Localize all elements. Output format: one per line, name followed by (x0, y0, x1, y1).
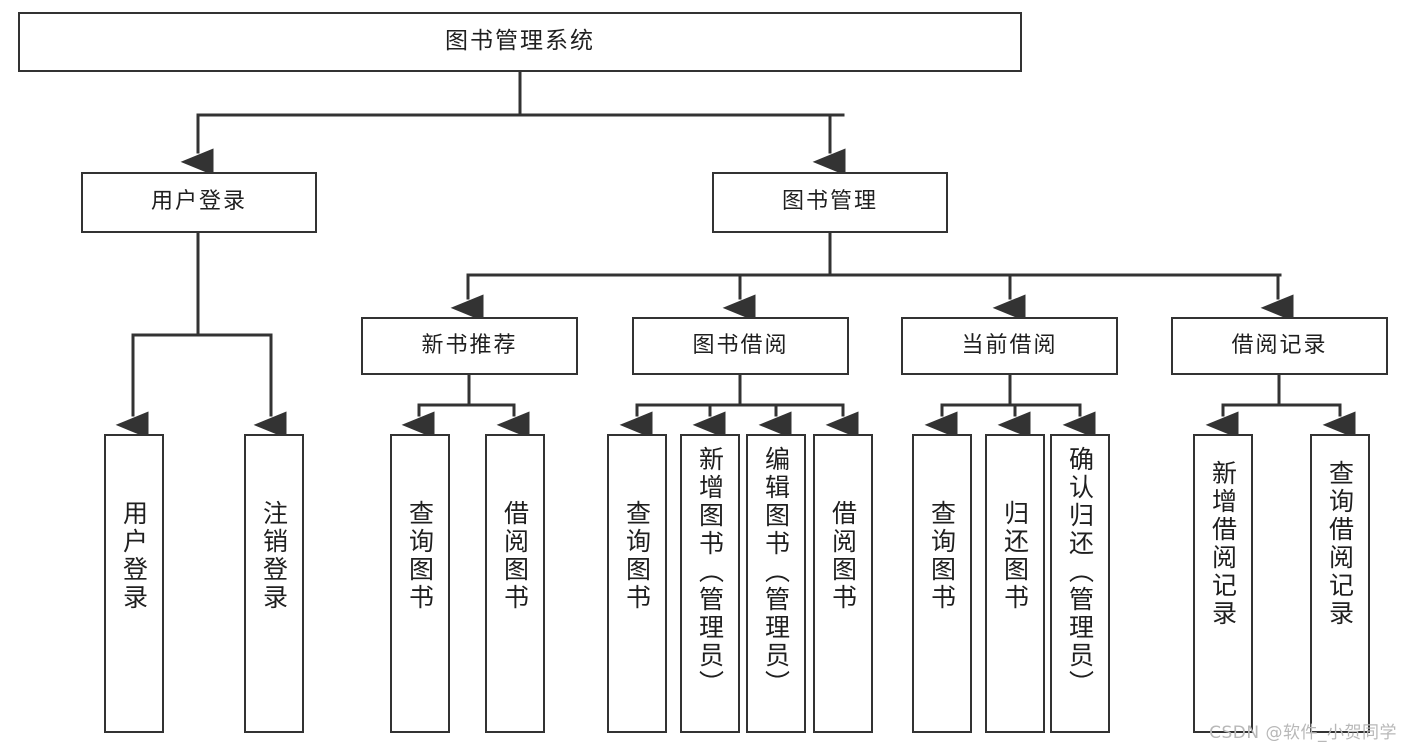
node-leaf-borrow-book-rec[interactable]: 借阅图书 (485, 434, 545, 733)
node-leaf-add-record[interactable]: 新增借阅记录 (1193, 434, 1253, 733)
node-leaf-borrow-book-rec-label: 借阅图书 (500, 500, 530, 612)
node-leaf-add-book[interactable]: 新增图书（管理员） (680, 434, 740, 733)
node-leaf-add-record-label: 新增借阅记录 (1208, 460, 1238, 628)
node-book-manage[interactable]: 图书管理 (712, 172, 948, 233)
watermark: CSDN @软件_小贺同学 (1209, 723, 1397, 743)
node-root-label: 图书管理系统 (445, 28, 595, 55)
node-leaf-add-book-label: 新增图书（管理员） (695, 446, 725, 698)
node-leaf-borrow-book[interactable]: 借阅图书 (813, 434, 873, 733)
node-leaf-user-login-label: 用户登录 (119, 500, 149, 612)
node-leaf-return-book[interactable]: 归还图书 (985, 434, 1045, 733)
node-current-borrow[interactable]: 当前借阅 (901, 317, 1118, 375)
node-leaf-confirm-return[interactable]: 确认归还（管理员） (1050, 434, 1110, 733)
node-leaf-edit-book-label: 编辑图书（管理员） (761, 446, 791, 698)
node-leaf-query-book-rec[interactable]: 查询图书 (390, 434, 450, 733)
node-leaf-query-book-borrow-label: 查询图书 (622, 500, 652, 612)
node-borrow-record-label: 借阅记录 (1231, 332, 1328, 358)
node-current-borrow-label: 当前借阅 (961, 332, 1058, 358)
node-root[interactable]: 图书管理系统 (18, 12, 1022, 72)
node-leaf-edit-book[interactable]: 编辑图书（管理员） (746, 434, 806, 733)
node-leaf-logout-label: 注销登录 (259, 500, 289, 612)
node-leaf-query-record-label: 查询借阅记录 (1325, 460, 1355, 628)
node-leaf-query-book-current[interactable]: 查询图书 (912, 434, 972, 733)
node-book-borrow-label: 图书借阅 (692, 332, 789, 358)
node-leaf-confirm-return-label: 确认归还（管理员） (1065, 446, 1095, 698)
node-new-book-rec[interactable]: 新书推荐 (361, 317, 578, 375)
node-leaf-user-login[interactable]: 用户登录 (104, 434, 164, 733)
node-user-login-label: 用户登录 (150, 189, 247, 215)
node-leaf-borrow-book-label: 借阅图书 (828, 500, 858, 612)
node-user-login[interactable]: 用户登录 (81, 172, 317, 233)
node-leaf-return-book-label: 归还图书 (1000, 500, 1030, 612)
node-leaf-logout[interactable]: 注销登录 (244, 434, 304, 733)
node-leaf-query-record[interactable]: 查询借阅记录 (1310, 434, 1370, 733)
node-leaf-query-book-current-label: 查询图书 (927, 500, 957, 612)
node-book-borrow[interactable]: 图书借阅 (632, 317, 849, 375)
node-book-manage-label: 图书管理 (781, 189, 878, 215)
node-leaf-query-book-rec-label: 查询图书 (405, 500, 435, 612)
node-borrow-record[interactable]: 借阅记录 (1171, 317, 1388, 375)
node-new-book-rec-label: 新书推荐 (421, 332, 518, 358)
node-leaf-query-book-borrow[interactable]: 查询图书 (607, 434, 667, 733)
